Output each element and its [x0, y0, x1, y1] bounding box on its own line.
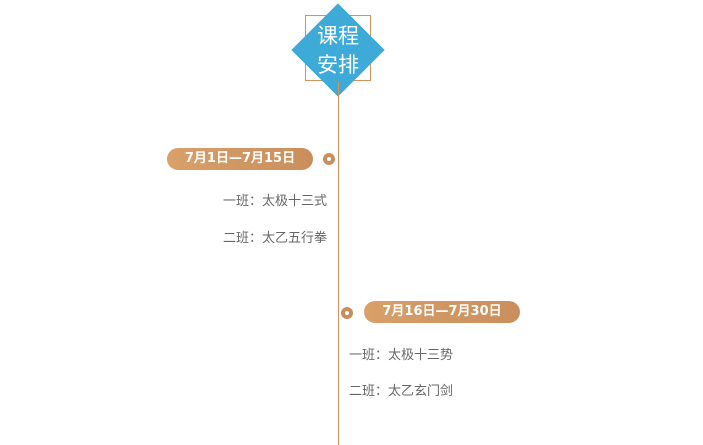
- list-item: 二班：太乙五行拳: [222, 231, 327, 246]
- list-item: 一班：太极十三式: [222, 194, 327, 209]
- timeline-dot-1: [323, 153, 335, 165]
- title-line-1: 课程: [317, 24, 359, 48]
- list-item: 一班：太极十三势: [349, 348, 454, 363]
- list-item: 二班：太乙玄门剑: [349, 384, 454, 399]
- date-badge-1: 7月1日—7月15日: [167, 148, 313, 170]
- title-line-2: 安排: [317, 53, 359, 77]
- timeline-line: [338, 82, 339, 445]
- page-title: 课程 安排: [298, 22, 378, 80]
- date-badge-2: 7月16日—7月30日: [364, 301, 520, 323]
- timeline-dot-2: [341, 307, 353, 319]
